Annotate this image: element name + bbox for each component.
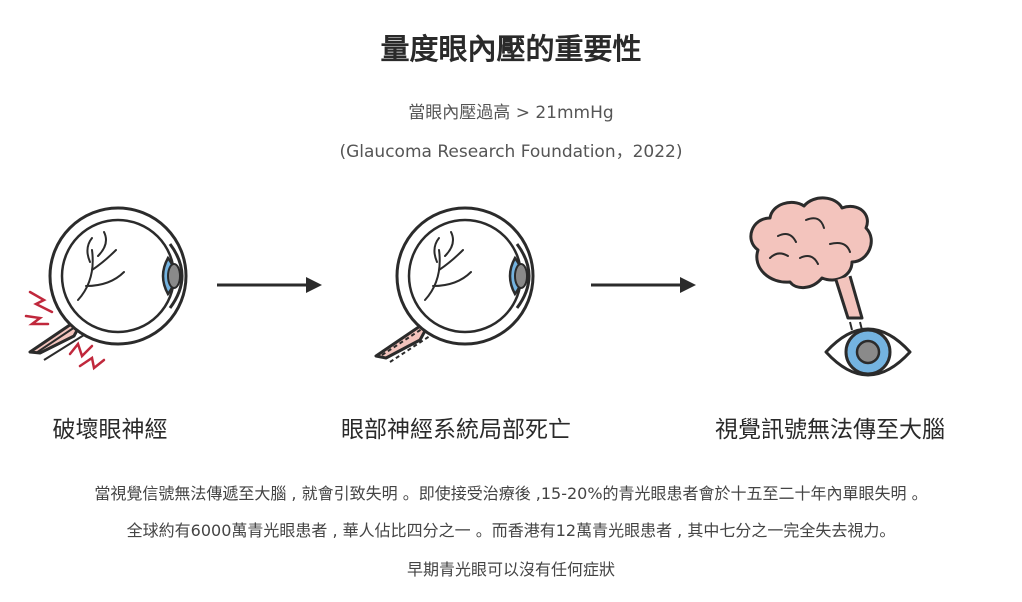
brain-icon	[749, 196, 873, 331]
source-citation: (Glaucoma Research Foundation，2022)	[339, 142, 683, 162]
step-label-signal-loss: 視覺訊號無法傳至大腦	[715, 417, 945, 443]
blindness-risk-paragraph: 當視覺信號無法傳遞至大腦 , 就會引致失明 。即使接受治療後 ,15-20%的青…	[94, 484, 928, 503]
step-label-nerve-death: 眼部神經系統局部死亡	[341, 417, 571, 443]
patient-statistics-paragraph: 全球約有6000萬青光眼患者 , 華人佔比四分之一 。而香港有12萬青光眼患者 …	[126, 521, 896, 540]
early-symptoms-note: 早期青光眼可以沒有任何症狀	[406, 560, 615, 579]
arrow-right-icon	[217, 277, 322, 293]
eye-icon	[824, 327, 912, 377]
dying-nerve-eye-icon	[374, 206, 535, 363]
page-title: 量度眼內壓的重要性	[380, 32, 642, 66]
damaged-eye-icon	[24, 206, 188, 371]
pressure-threshold-text: 當眼內壓過高 > 21mmHg	[408, 103, 614, 123]
step-label-nerve-damage: 破壞眼神經	[52, 417, 168, 443]
arrow-right-icon	[591, 277, 696, 293]
